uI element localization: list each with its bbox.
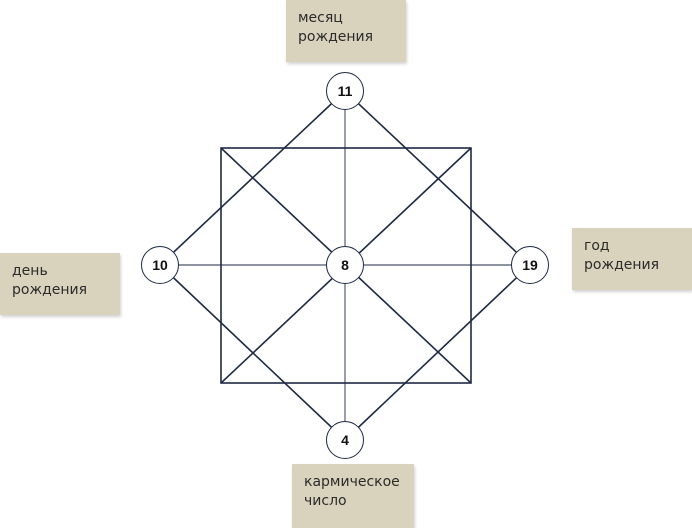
node-karmic-number: 4 <box>326 421 364 459</box>
outer-square <box>220 147 472 384</box>
node-birth-day: 10 <box>141 246 179 284</box>
label-karmic-number: кармическое число <box>292 464 414 528</box>
node-birth-month: 11 <box>326 72 364 110</box>
label-birth-year: год рождения <box>572 228 692 290</box>
node-center: 8 <box>326 246 364 284</box>
label-birth-day: день рождения <box>0 253 120 315</box>
label-birth-month: месяц рождения <box>286 0 406 62</box>
node-birth-year: 19 <box>511 246 549 284</box>
